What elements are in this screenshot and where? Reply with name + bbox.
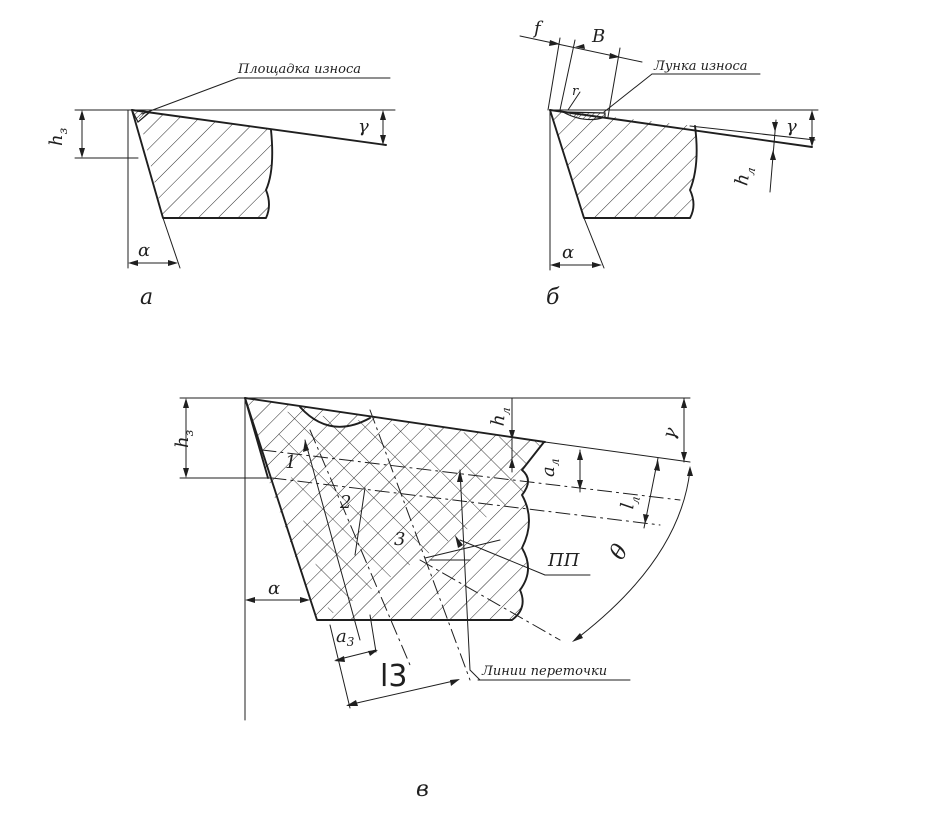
alpha-label-b: α xyxy=(562,242,574,263)
caption-c: в xyxy=(416,777,429,802)
a3-label: a3 xyxy=(336,626,355,649)
l3-label: l3 xyxy=(380,659,407,694)
al-label-c: aл xyxy=(538,459,562,477)
h3-label-c: hз xyxy=(172,430,196,448)
f-label: f xyxy=(532,18,544,39)
caption-a: а xyxy=(140,285,153,310)
B-label: B xyxy=(591,26,605,47)
caption-b: б xyxy=(546,285,560,310)
theta-label-c: θ xyxy=(605,540,633,564)
flow-1: 1 xyxy=(285,452,296,473)
hl-label-b: hл xyxy=(731,165,758,188)
panel-a xyxy=(74,77,396,269)
crater-label: Лунка износа xyxy=(653,59,747,74)
gamma-label-a: γ xyxy=(358,116,369,137)
alpha-label-a: α xyxy=(138,240,150,261)
panel-c xyxy=(179,397,693,721)
flow-2: 2 xyxy=(339,492,351,513)
regrind-lines-label: Линии переточки xyxy=(481,664,607,679)
flow-3: 3 xyxy=(394,529,405,550)
hl-label-c: hл xyxy=(488,406,514,427)
gamma-label-c: γ xyxy=(658,425,681,443)
pp-label: ПП xyxy=(547,550,580,571)
panel-b xyxy=(519,35,819,271)
gamma-label-b: γ xyxy=(786,116,797,137)
ll-label-c: lл xyxy=(617,494,643,511)
r-label: r xyxy=(572,84,579,99)
alpha-label-c: α xyxy=(268,578,280,599)
h3-label-a: hз xyxy=(46,128,70,146)
wear-land-label: Площадка износа xyxy=(237,62,361,77)
